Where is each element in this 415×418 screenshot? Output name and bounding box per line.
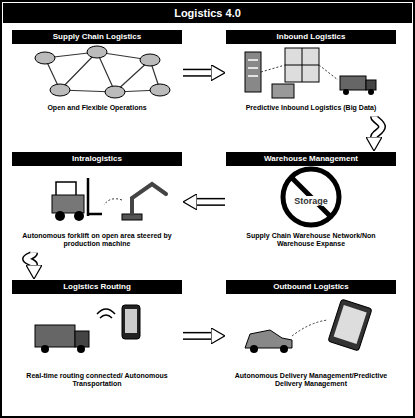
arrow-outline bbox=[183, 69, 211, 77]
stage-panel: Inbound LogisticsPredictive Inbound Logi… bbox=[226, 30, 396, 115]
wheel bbox=[343, 89, 349, 95]
flow-arrow bbox=[374, 116, 382, 137]
wheel bbox=[74, 211, 84, 221]
forklift-cab bbox=[56, 182, 76, 195]
flow-arrow bbox=[183, 72, 211, 73]
tablet-screen bbox=[334, 305, 367, 344]
panel-caption: Autonomous forklift on open area steered… bbox=[12, 230, 182, 252]
panel-heading: Warehouse Management bbox=[226, 152, 396, 166]
arrow-shaft bbox=[183, 70, 211, 75]
phone-screen bbox=[125, 309, 137, 333]
wheel bbox=[250, 345, 258, 353]
arrow-shaft bbox=[183, 333, 211, 338]
wheel bbox=[77, 345, 85, 353]
delivery-signal bbox=[292, 320, 328, 336]
server-tower bbox=[245, 52, 261, 92]
network-hub bbox=[87, 46, 107, 58]
robot-arm bbox=[132, 184, 166, 214]
network-hub bbox=[150, 84, 170, 96]
arrow-outline bbox=[26, 253, 34, 265]
flow-arrow bbox=[197, 201, 225, 202]
wheel bbox=[41, 345, 49, 353]
flow-arrow bbox=[183, 335, 211, 336]
data-grid-lines bbox=[285, 48, 319, 82]
arrow-shaft bbox=[26, 253, 34, 265]
outbound-illustration bbox=[245, 299, 372, 353]
panel-caption: Autonomous Delivery Management/Predictiv… bbox=[226, 370, 396, 392]
smartphone bbox=[122, 305, 140, 339]
flow-arrow bbox=[26, 253, 34, 265]
prohibition-slash bbox=[291, 177, 331, 217]
network-hub bbox=[105, 86, 125, 98]
data-flow bbox=[261, 65, 338, 80]
diagram-title: Logistics 4.0 bbox=[3, 3, 412, 23]
truck-cab bbox=[366, 80, 376, 90]
panel-heading: Inbound Logistics bbox=[226, 30, 396, 44]
panel-heading: Intralogistics bbox=[12, 152, 182, 166]
forklift-illustration bbox=[52, 178, 166, 221]
steering-signal bbox=[104, 199, 122, 205]
signal-waves bbox=[97, 309, 115, 318]
tablet bbox=[328, 299, 372, 351]
forklift-body bbox=[52, 195, 84, 213]
illustration-slot bbox=[12, 294, 182, 370]
arrow-outline bbox=[374, 116, 382, 137]
stage-panel: Outbound LogisticsAutonomous Delivery Ma… bbox=[226, 280, 396, 392]
forklift-mast bbox=[88, 178, 102, 216]
arrow-outline bbox=[197, 198, 225, 206]
panel-caption: Open and Flexible Operations bbox=[12, 102, 182, 115]
panel-heading: Logistics Routing bbox=[12, 280, 182, 294]
arrow-outline bbox=[183, 332, 211, 340]
truck-cab bbox=[75, 331, 89, 347]
illustration-slot bbox=[12, 166, 182, 230]
wheel bbox=[280, 345, 288, 353]
sign-label: Storage bbox=[292, 196, 330, 206]
panel-heading: Supply Chain Logistics bbox=[12, 30, 182, 44]
arrow-shaft bbox=[197, 199, 225, 204]
truck-body bbox=[340, 76, 366, 90]
no-storage-sign bbox=[283, 169, 339, 225]
panel-heading: Outbound Logistics bbox=[226, 280, 396, 294]
pallet bbox=[272, 84, 294, 98]
stage-panel: IntralogisticsAutonomous forklift on ope… bbox=[12, 152, 182, 252]
prohibition-ring bbox=[283, 169, 339, 225]
illustration-slot bbox=[226, 294, 396, 370]
data-grid bbox=[285, 48, 319, 82]
panel-caption: Real-time routing connected/ Autonomous … bbox=[12, 370, 182, 392]
inbound-illustration bbox=[245, 48, 376, 98]
illustration-slot bbox=[226, 44, 396, 102]
routing-illustration bbox=[35, 305, 140, 353]
illustration-slot bbox=[12, 44, 182, 102]
network-hub bbox=[140, 54, 160, 66]
wheel bbox=[368, 89, 374, 95]
title-bar: Logistics 4.0 bbox=[3, 3, 412, 23]
arrow-shaft bbox=[374, 116, 382, 137]
network-illustration bbox=[35, 46, 170, 98]
label-holder: Storage bbox=[281, 190, 341, 208]
network-hub bbox=[35, 52, 55, 64]
network-hub bbox=[50, 84, 70, 96]
stage-panel: Logistics RoutingReal-time routing conne… bbox=[12, 280, 182, 392]
panel-caption: Supply Chain Warehouse Network/Non Wareh… bbox=[226, 230, 396, 252]
stage-panel: Supply Chain LogisticsOpen and Flexible … bbox=[12, 30, 182, 115]
panel-caption: Predictive Inbound Logistics (Big Data) bbox=[226, 102, 396, 115]
truck-body bbox=[35, 325, 75, 347]
server-slots bbox=[248, 60, 258, 76]
wheel bbox=[55, 211, 65, 221]
